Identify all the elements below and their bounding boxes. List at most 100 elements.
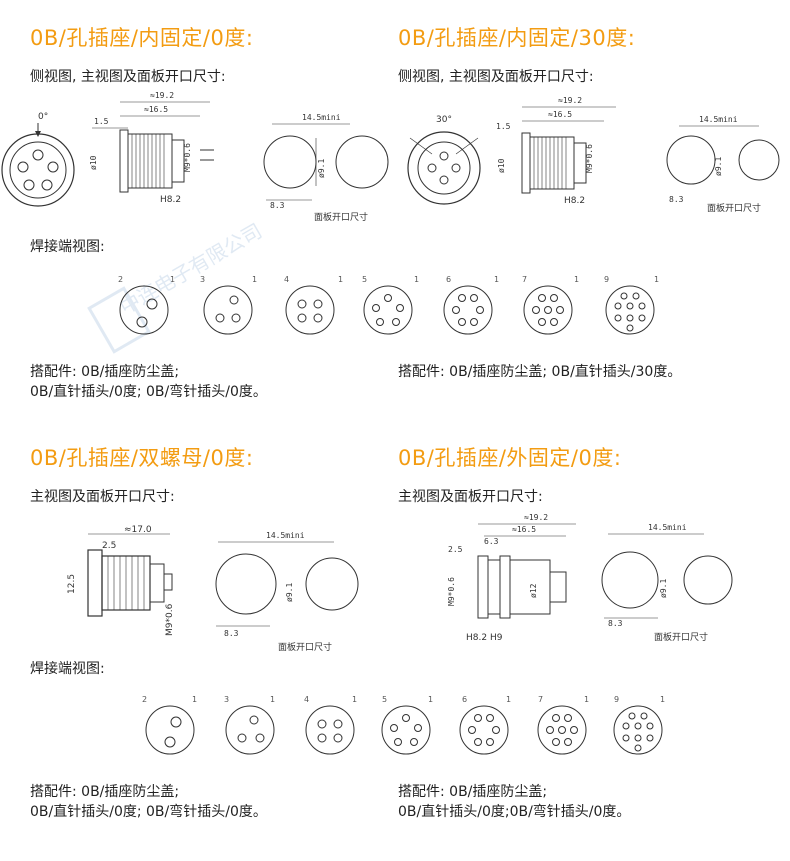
svg-text:6: 6 xyxy=(446,275,451,284)
svg-text:6: 6 xyxy=(462,695,467,704)
svg-text:1: 1 xyxy=(584,695,589,704)
dim-flange: 2.5 xyxy=(448,545,463,554)
panel-width: 14.5mini xyxy=(699,115,738,124)
dim-body: ≈16.5 xyxy=(512,525,536,534)
svg-text:1: 1 xyxy=(660,695,665,704)
panel-flat: 8.3 xyxy=(224,629,239,638)
svg-text:7: 7 xyxy=(538,695,543,704)
svg-text:9: 9 xyxy=(604,275,609,284)
dim-diameter: ø10 xyxy=(89,155,98,170)
dim-flange: 2.5 xyxy=(102,541,116,551)
panel-flat: 8.3 xyxy=(270,201,285,210)
side-view-drawing-double-nut: ≈17.0 2.5 12.5 M9*0.6 xyxy=(67,525,175,636)
section-subtitle-double-nut: 主视图及面板开口尺寸: xyxy=(30,489,175,505)
angle-label: 0° xyxy=(38,112,48,122)
accessories-note-inner-0deg: 搭配件: 0B/插座防尘盖; 0B/直针插头/0度; 0B/弯针插头/0度。 xyxy=(30,364,267,400)
svg-text:1: 1 xyxy=(574,275,579,284)
dim-thread: M9*0.6 xyxy=(585,144,594,173)
dim-body: ≈16.5 xyxy=(548,110,572,119)
panel-caption: 面板开口尺寸 xyxy=(278,641,332,653)
angle-label: 30° xyxy=(436,115,452,125)
side-view-drawing-30deg: ≈19.2 ≈16.5 1.5 ø10 M9*0.6 H8.2 xyxy=(496,96,616,206)
svg-text:4: 4 xyxy=(304,695,309,704)
panel-caption: 面板开口尺寸 xyxy=(314,211,368,223)
svg-text:9: 9 xyxy=(614,695,619,704)
panel-cutout-drawing-30deg: 14.5mini ø9.1 8.3 面板开口尺寸 xyxy=(666,115,780,214)
side-view-drawing-outer-fixed: ≈19.2 ≈16.5 6.3 2.5 M9*0.6 ø12 H8.2 H9 xyxy=(447,513,576,643)
panel-height: ø9.1 xyxy=(285,583,294,602)
accessories-note-double-nut: 搭配件: 0B/插座防尘盖; 0B/直针插头/0度; 0B/弯针插头/0度。 xyxy=(30,784,267,820)
svg-text:1: 1 xyxy=(270,695,275,704)
dim-hex: H8.2 H9 xyxy=(466,633,503,643)
panel-height: ø9.1 xyxy=(659,579,668,598)
dim-body: ≈16.5 xyxy=(144,105,168,114)
dim-diameter: ø12 xyxy=(529,583,538,598)
panel-flat: 8.3 xyxy=(669,195,684,204)
section-title-inner-0deg: 0B/孔插座/内固定/0度: xyxy=(30,26,254,50)
accessories-note-inner-30deg: 搭配件: 0B/插座防尘盖; 0B/直针插头/30度。 xyxy=(398,364,682,380)
svg-text:1: 1 xyxy=(506,695,511,704)
panel-cutout-drawing-outer-fixed: 14.5mini ø9.1 8.3 面板开口尺寸 xyxy=(601,523,733,643)
svg-text:1: 1 xyxy=(352,695,357,704)
section-title-inner-30deg: 0B/孔插座/内固定/30度: xyxy=(398,26,636,50)
svg-text:5: 5 xyxy=(362,275,367,284)
solder-view-label-top: 焊接端视图: xyxy=(30,239,105,255)
dim-thread: M9*0.6 xyxy=(447,577,456,606)
dim-diameter: ø10 xyxy=(497,158,506,173)
svg-text:1: 1 xyxy=(654,275,659,284)
svg-text:1: 1 xyxy=(170,275,175,284)
dim-thread: M9*0.6 xyxy=(183,143,192,172)
svg-text:5: 5 xyxy=(382,695,387,704)
svg-text:2: 2 xyxy=(142,695,147,704)
side-view-drawing-0deg: ≈19.2 ≈16.5 1.5 ø10 M9*0.6 H8.2 xyxy=(89,91,214,205)
dim-overall: ≈19.2 xyxy=(558,96,582,105)
panel-caption: 面板开口尺寸 xyxy=(654,631,708,643)
dim-mid: 6.3 xyxy=(484,537,499,546)
panel-caption: 面板开口尺寸 xyxy=(707,202,761,214)
panel-width: 14.5mini xyxy=(302,113,341,122)
panel-cutout-drawing-double-nut: 14.5mini ø9.1 8.3 面板开口尺寸 xyxy=(215,531,359,653)
section-title-outer-fixed: 0B/孔插座/外固定/0度: xyxy=(398,446,622,470)
accessories-note-outer-fixed: 搭配件: 0B/插座防尘盖; 0B/直针插头/0度;0B/弯针插头/0度。 xyxy=(398,784,631,820)
svg-text:3: 3 xyxy=(224,695,229,704)
dim-hex: H8.2 xyxy=(564,196,585,206)
dim-overall: ≈19.2 xyxy=(524,513,548,522)
panel-height: ø9.1 xyxy=(714,157,723,176)
section-subtitle-inner-30deg: 侧视图, 主视图及面板开口尺寸: xyxy=(398,69,594,85)
section-subtitle-inner-0deg: 侧视图, 主视图及面板开口尺寸: xyxy=(30,69,226,85)
svg-text:1: 1 xyxy=(494,275,499,284)
dim-height: 12.5 xyxy=(67,574,77,594)
svg-text:1: 1 xyxy=(252,275,257,284)
dim-flange: 1.5 xyxy=(496,122,511,131)
panel-width: 14.5mini xyxy=(266,531,305,540)
dim-flange: 1.5 xyxy=(94,117,109,126)
svg-text:1: 1 xyxy=(192,695,197,704)
dim-overall: ≈19.2 xyxy=(150,91,174,100)
svg-text:1: 1 xyxy=(338,275,343,284)
solder-view-label-bottom: 焊接端视图: xyxy=(30,661,105,677)
svg-text:7: 7 xyxy=(522,275,527,284)
section-subtitle-outer-fixed: 主视图及面板开口尺寸: xyxy=(398,489,543,505)
panel-flat: 8.3 xyxy=(608,619,623,628)
svg-text:1: 1 xyxy=(428,695,433,704)
dim-thread: M9*0.6 xyxy=(165,603,175,636)
panel-height: ø9.1 xyxy=(317,159,326,178)
svg-text:1: 1 xyxy=(414,275,419,284)
svg-text:2: 2 xyxy=(118,275,123,284)
panel-cutout-drawing-0deg: 14.5mini ø9.1 8.3 面板开口尺寸 xyxy=(263,113,389,223)
dim-hex: H8.2 xyxy=(160,195,181,205)
